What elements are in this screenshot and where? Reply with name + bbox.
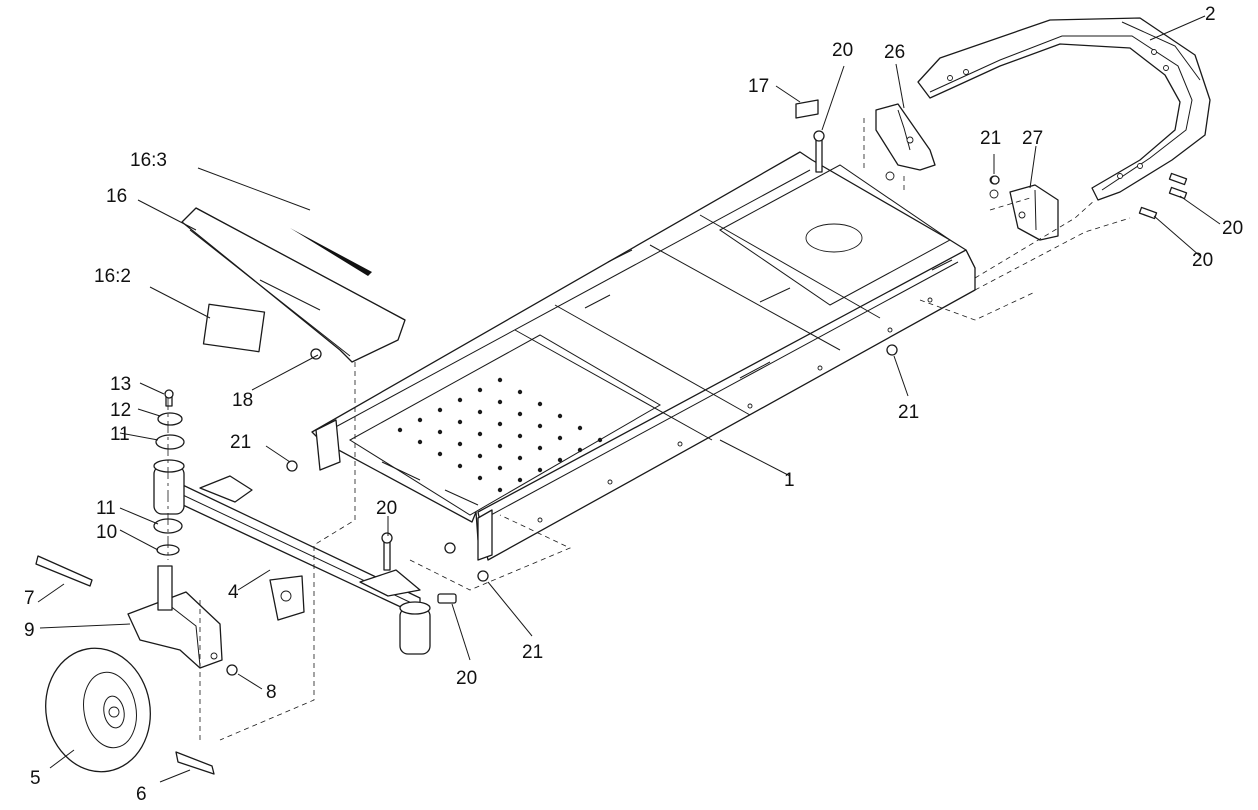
caster-wheel-part-5 (45, 647, 151, 773)
callout-16-2: 16:2 (94, 266, 131, 287)
callout-1: 1 (784, 470, 795, 491)
callout-12: 12 (110, 400, 131, 421)
callout-11-lower: 11 (96, 498, 116, 519)
callout-20-right-upper: 20 (1222, 218, 1243, 239)
callout-5: 5 (30, 768, 41, 789)
bolt-part-7 (35, 555, 93, 587)
callout-21-bottom: 21 (522, 642, 543, 663)
caster-fork-part-9 (127, 565, 223, 669)
callout-26: 26 (884, 42, 905, 63)
rear-hoop-part-2 (917, 17, 1211, 201)
main-frame-part-1 (311, 151, 976, 561)
callout-21-left: 21 (230, 432, 251, 453)
bracket-part-26 (875, 103, 936, 181)
callout-9: 9 (24, 620, 35, 641)
callout-4: 4 (228, 582, 239, 603)
callout-27: 27 (1022, 128, 1043, 149)
callout-8: 8 (266, 682, 277, 703)
cover-part-16 (181, 207, 406, 363)
callout-2: 2 (1205, 4, 1216, 25)
callout-11-upper: 11 (110, 424, 130, 445)
callout-6: 6 (136, 784, 147, 805)
callout-10: 10 (96, 522, 117, 543)
callout-labels: 1 2 4 5 6 7 8 9 10 11 11 12 13 16 16:2 1… (24, 4, 1243, 805)
fasteners (226, 130, 1188, 676)
axle-bolt-part-6 (175, 751, 215, 775)
callout-18: 18 (232, 390, 253, 411)
callout-7: 7 (24, 588, 35, 609)
floor-grid-holes (397, 377, 603, 493)
callout-20-right-lower: 20 (1192, 250, 1213, 271)
callout-20-axle: 20 (376, 498, 397, 519)
callout-16: 16 (106, 186, 127, 207)
callout-13: 13 (110, 374, 131, 395)
decal-part-17 (795, 99, 819, 119)
callout-21-top: 21 (980, 128, 1001, 149)
callout-16-3: 16:3 (130, 150, 167, 171)
bracket-part-27 (989, 175, 1059, 241)
leader-lines (37, 15, 1221, 783)
callout-17: 17 (748, 76, 769, 97)
front-axle-part-4 (153, 459, 431, 655)
assembly-lines (167, 118, 1131, 741)
decal-stripe-16-3 (290, 228, 372, 276)
callout-21-right: 21 (898, 402, 919, 423)
bearing-stack (153, 389, 185, 556)
callout-20-bottom: 20 (456, 668, 477, 689)
callout-20-top: 20 (832, 40, 853, 61)
